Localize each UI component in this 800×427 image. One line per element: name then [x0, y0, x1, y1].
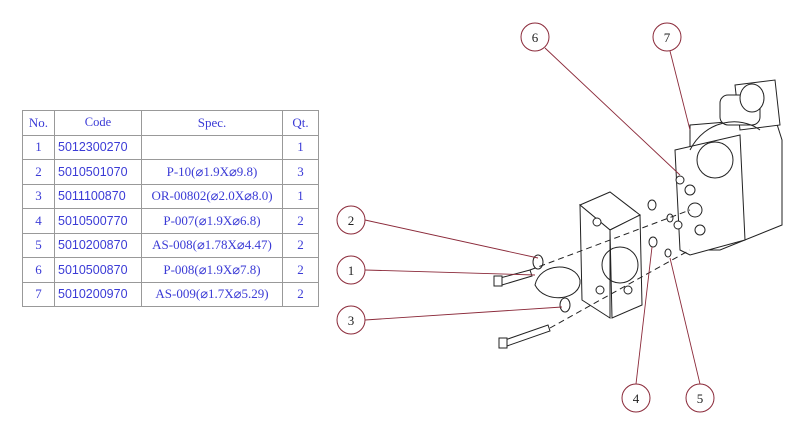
callout-5: 5: [685, 383, 715, 413]
part-number: 7: [22, 281, 55, 307]
seals-and-screws: [493, 199, 691, 349]
part-number: 4: [22, 208, 55, 234]
callout-3: 3: [336, 305, 366, 335]
part-number: 6: [22, 257, 55, 283]
svg-text:6: 6: [532, 30, 539, 45]
callout-1: 1: [336, 255, 366, 285]
header-qt: Qt.: [282, 110, 319, 136]
part-quantity: 2: [282, 208, 319, 234]
svg-text:4: 4: [633, 391, 640, 406]
callout-2: 2: [336, 205, 366, 235]
callout-7: 7: [652, 22, 682, 52]
motor-assembly: [673, 79, 783, 256]
part-code: 5010200970: [54, 281, 142, 307]
table-header-row: No. Code Spec. Qt.: [22, 110, 319, 136]
callout-4: 4: [621, 383, 651, 413]
part-spec: P-10(⌀1.9X⌀9.8): [141, 159, 283, 185]
leader-lines: [364, 47, 701, 385]
part-spec: [141, 134, 283, 160]
svg-text:5: 5: [697, 391, 704, 406]
header-code: Code: [54, 110, 142, 136]
part-spec: OR-00802(⌀2.0X⌀8.0): [141, 183, 283, 209]
header-no: No.: [22, 110, 55, 136]
svg-text:1: 1: [348, 263, 355, 278]
manifold-block: [579, 191, 643, 319]
part-number: 2: [22, 159, 55, 185]
callout-6: 6: [520, 22, 550, 52]
svg-text:7: 7: [664, 30, 671, 45]
svg-text:2: 2: [348, 213, 355, 228]
part-quantity: 1: [282, 183, 319, 209]
part-code: 5010501070: [54, 159, 142, 185]
part-quantity: 2: [282, 257, 319, 283]
part-quantity: 2: [282, 232, 319, 258]
part-code: 5010200870: [54, 232, 142, 258]
svg-text:3: 3: [348, 313, 355, 328]
part-quantity: 2: [282, 281, 319, 307]
part-quantity: 1: [282, 134, 319, 160]
